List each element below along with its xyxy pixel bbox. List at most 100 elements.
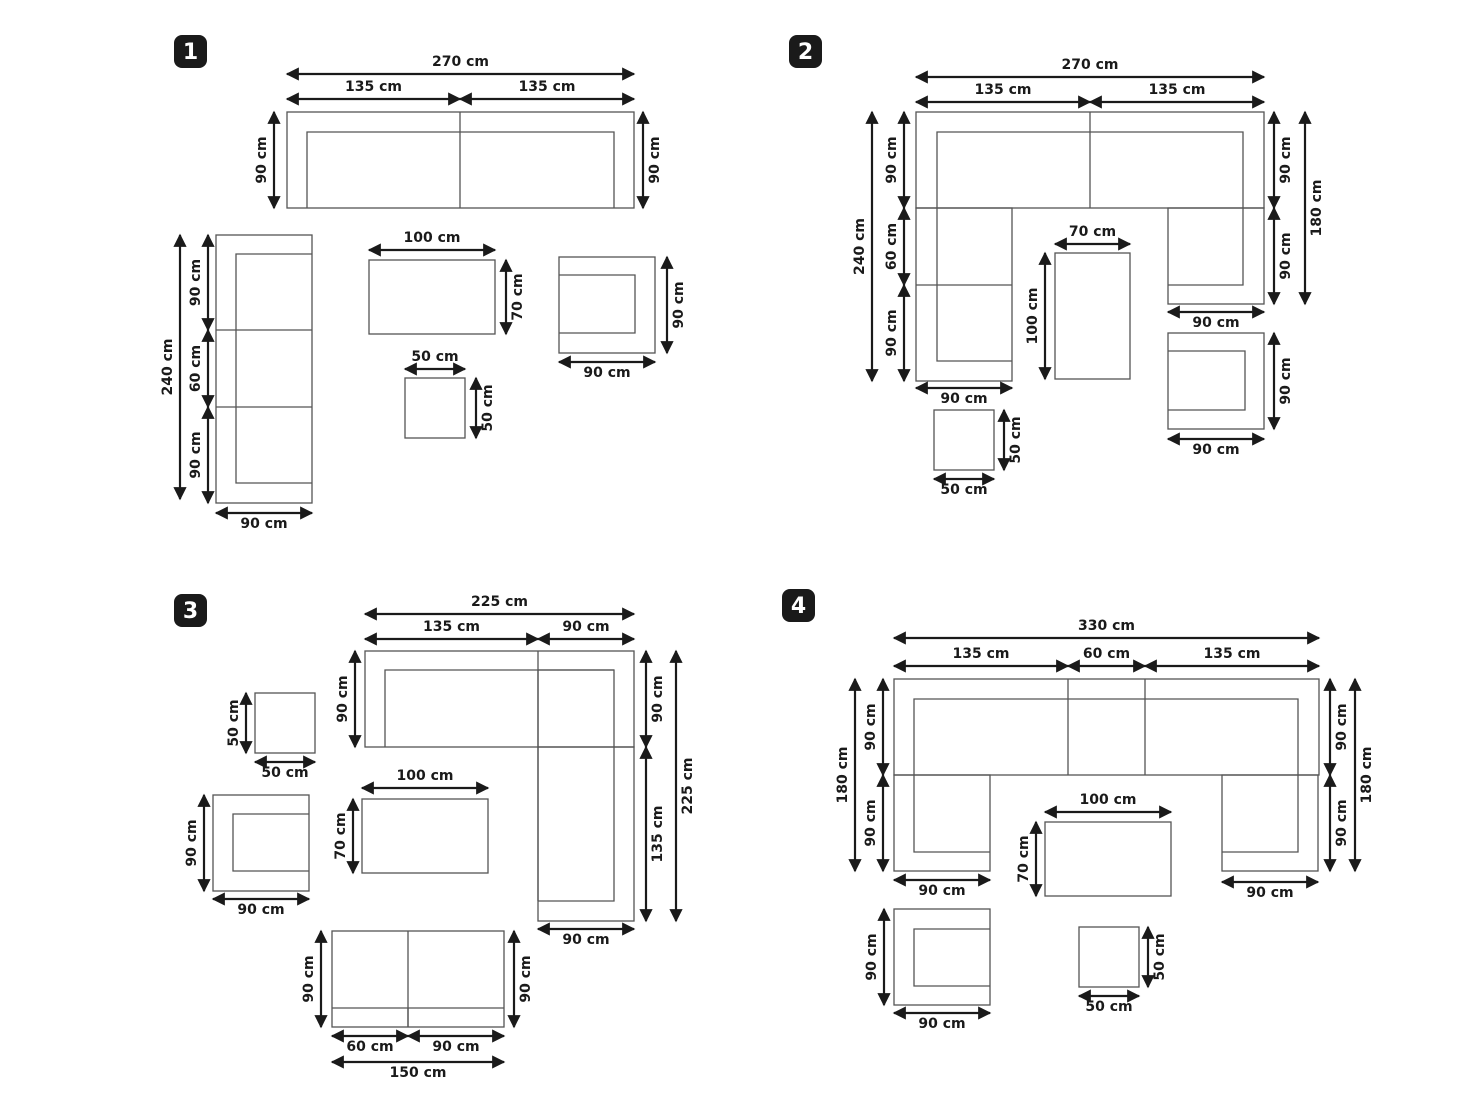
dimension-label: 50 cm [480, 384, 496, 431]
coffee-table [361, 798, 489, 874]
right-end-backrest [1168, 208, 1244, 286]
sofa-backrest [913, 698, 1299, 775]
dimension-label: 100 cm [1025, 288, 1041, 345]
dimension-label: 90 cm [1278, 232, 1294, 279]
dimension-label: 90 cm [518, 955, 534, 1002]
dimension-label: 90 cm [671, 281, 687, 328]
dimension-label: 180 cm [1309, 180, 1325, 237]
badge-background [789, 35, 822, 68]
dimension-label: 135 cm [423, 619, 480, 635]
dimension-label: 50 cm [411, 349, 458, 365]
badge-background [174, 35, 207, 68]
right-end-backrest [1222, 775, 1299, 853]
dimension-label: 90 cm [863, 703, 879, 750]
dimension-label: 90 cm [1192, 442, 1239, 458]
dimension-label: 90 cm [583, 365, 630, 381]
dimension-label: 135 cm [519, 79, 576, 95]
dimension-label: 100 cm [404, 230, 461, 246]
dimension-label: 330 cm [1078, 618, 1135, 634]
badge-number: 2 [798, 40, 813, 65]
dimension-label: 90 cm [240, 516, 287, 532]
layout-badge-1: 1 [174, 35, 207, 68]
dimension-label: 60 cm [884, 223, 900, 270]
badge-number: 1 [183, 40, 198, 65]
dimension-label: 70 cm [1016, 835, 1032, 882]
dimension-label: 90 cm [237, 902, 284, 918]
armchair-seat [913, 928, 990, 987]
chaise-backrest [538, 669, 615, 902]
left-chaise [915, 207, 1013, 382]
dimension-label: 60 cm [1083, 646, 1130, 662]
layout-badge-3: 3 [174, 594, 207, 627]
dimension-label: 90 cm [188, 431, 204, 478]
armchair [1167, 332, 1265, 430]
badge-number: 3 [183, 599, 198, 624]
dimension-label: 50 cm [1008, 416, 1024, 463]
dimension-label: 90 cm [335, 675, 351, 722]
dimension-label: 270 cm [432, 54, 489, 70]
sofa-backrest [384, 669, 614, 747]
right-chaise [537, 746, 635, 922]
dimension-label: 70 cm [333, 812, 349, 859]
coffee-table [368, 259, 496, 335]
dimension-label: 90 cm [562, 619, 609, 635]
right-end-seat [1167, 207, 1265, 305]
dimension-label: 90 cm [884, 136, 900, 183]
dimension-label: 90 cm [1246, 885, 1293, 901]
dimension-label: 90 cm [188, 259, 204, 306]
dimension-label: 90 cm [432, 1039, 479, 1055]
dimension-label: 135 cm [345, 79, 402, 95]
dimension-label: 50 cm [261, 765, 308, 781]
sofa-chaise-vertical [215, 234, 313, 504]
dimension-label: 90 cm [650, 675, 666, 722]
dimension-label: 90 cm [1192, 315, 1239, 331]
sofa-backrest [936, 131, 1244, 208]
sofa-top-row [364, 650, 635, 748]
dimension-label: 60 cm [346, 1039, 393, 1055]
dimension-label: 90 cm [1334, 799, 1350, 846]
chaise-backrest [936, 208, 1012, 362]
dimension-label: 135 cm [1204, 646, 1261, 662]
dimension-label: 225 cm [680, 758, 696, 815]
dimension-label: 90 cm [940, 391, 987, 407]
dimension-label: 90 cm [562, 932, 609, 948]
dimension-label: 90 cm [1334, 703, 1350, 750]
dimension-label: 180 cm [1359, 747, 1375, 804]
dimension-label: 240 cm [160, 339, 176, 396]
sofa-top-row [893, 678, 1320, 776]
side-table [404, 377, 466, 439]
coffee-table [1044, 821, 1172, 897]
armchair-seat [1168, 350, 1246, 411]
dimension-label: 135 cm [650, 806, 666, 863]
dimension-label: 90 cm [184, 819, 200, 866]
dimension-label: 270 cm [1062, 57, 1119, 73]
layout-badge-2: 2 [789, 35, 822, 68]
dimension-label: 90 cm [918, 1016, 965, 1032]
armchair [558, 256, 656, 354]
side-table [933, 409, 995, 471]
dimension-label: 70 cm [1069, 224, 1116, 240]
dimension-label: 100 cm [1080, 792, 1137, 808]
left-end-seat [893, 774, 991, 872]
sofa-backrest [306, 131, 615, 208]
badge-number: 4 [791, 594, 806, 619]
armchair [212, 794, 310, 892]
dimension-label: 90 cm [254, 136, 270, 183]
dimension-label: 50 cm [226, 699, 242, 746]
armchair-seat [232, 813, 309, 872]
dimension-label: 100 cm [397, 768, 454, 784]
dimension-label: 90 cm [1278, 136, 1294, 183]
badge-background [782, 589, 815, 622]
armchair [893, 908, 991, 1006]
badge-background [174, 594, 207, 627]
side-table [1078, 926, 1140, 988]
dimension-label: 135 cm [1149, 82, 1206, 98]
dimension-label: 90 cm [1278, 357, 1294, 404]
dimension-label: 90 cm [863, 799, 879, 846]
dimension-label: 60 cm [188, 345, 204, 392]
side-table [254, 692, 316, 754]
layout-badge-4: 4 [782, 589, 815, 622]
dimension-label: 70 cm [510, 273, 526, 320]
chaise-backrest [235, 253, 312, 484]
dimension-label: 90 cm [884, 309, 900, 356]
